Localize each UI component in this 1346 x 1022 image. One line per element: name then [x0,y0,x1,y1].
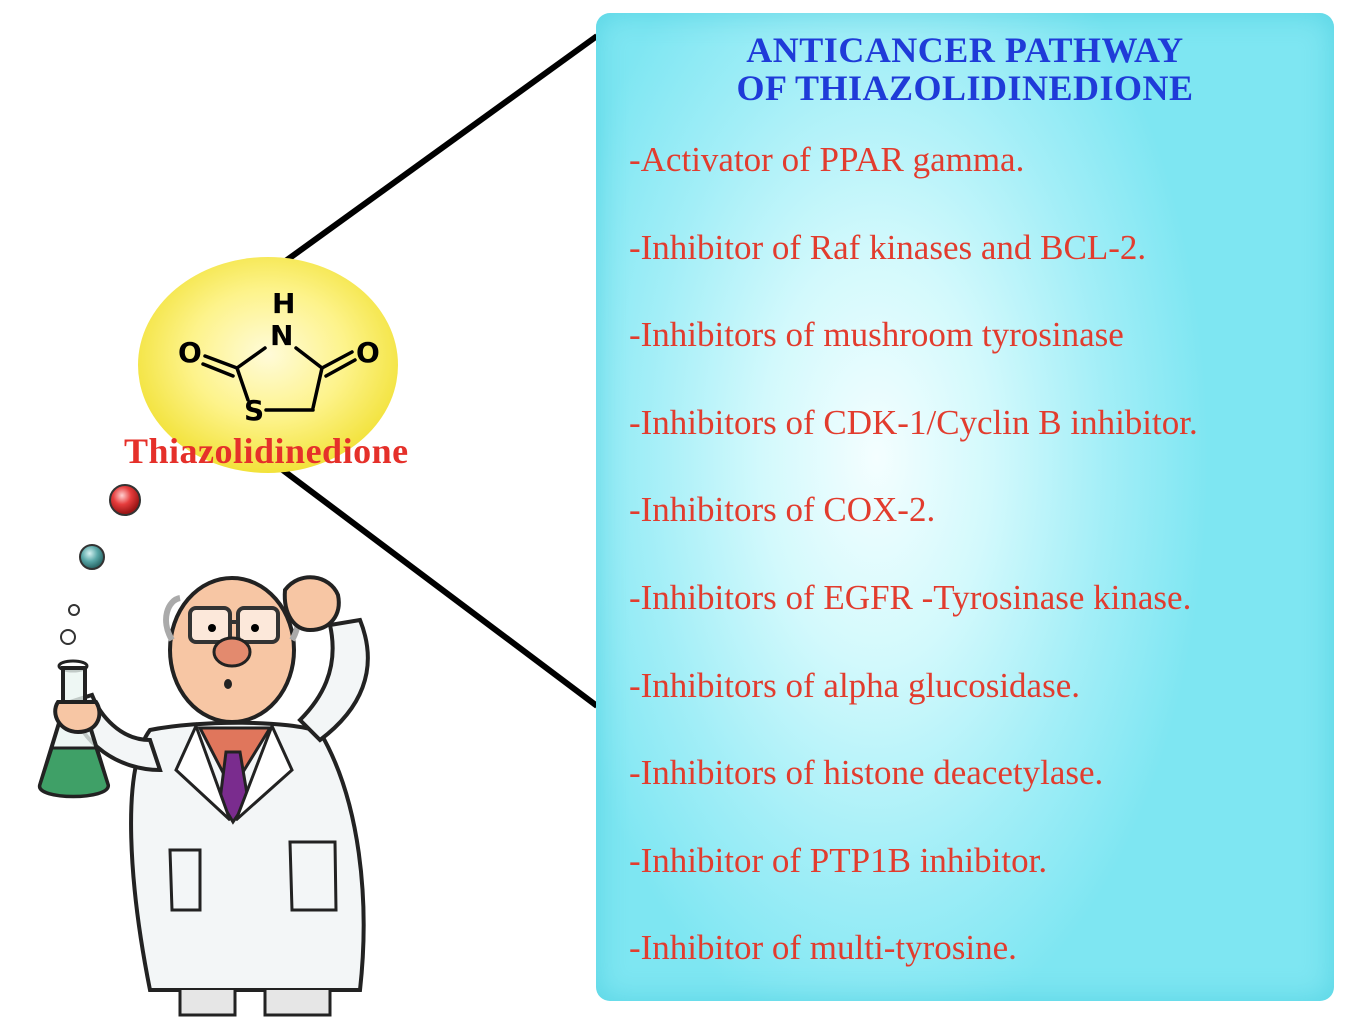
panel-title: ANTICANCER PATHWAY OF THIAZOLIDINEDIONE [596,31,1334,107]
panel-title-line1: ANTICANCER PATHWAY [746,30,1184,70]
pathway-item: -Inhibitors of CDK-1/Cyclin B inhibitor. [629,403,1198,442]
pathway-panel: ANTICANCER PATHWAY OF THIAZOLIDINEDIONE … [596,13,1334,1001]
thought-bubble-icon [60,484,141,645]
pathway-item: -Inhibitor of PTP1B inhibitor. [629,841,1048,880]
connector-bottom [278,465,599,709]
compound-name: Thiazolidinedione [124,431,409,471]
pathway-item: -Inhibitors of alpha glucosidase. [629,666,1081,705]
pathway-item: -Inhibitors of COX-2. [629,490,936,529]
scientist-illustration [38,484,370,1017]
pathway-item: -Inhibitor of multi-tyrosine. [629,928,1017,967]
pathway-item: -Inhibitors of histone deacetylase. [629,753,1104,792]
pathway-item: -Activator of PPAR gamma. [629,140,1025,179]
pathway-item: -Inhibitors of EGFR -Tyrosinase kinase. [629,578,1192,617]
panel-title-line2: OF THIAZOLIDINEDIONE [736,68,1194,108]
connector-top [278,33,599,268]
molecule-structure: H N O O S [138,257,398,473]
atom-h-label: H [272,287,295,320]
atom-o-left-label: O [178,336,202,369]
molecule-blob [138,257,398,473]
pathway-item: -Inhibitor of Raf kinases and BCL-2. [629,228,1147,267]
pathway-item: -Inhibitors of mushroom tyrosinase [629,315,1124,354]
atom-o-right-label: O [356,336,380,369]
atom-s-label: S [244,394,264,427]
atom-n-label: N [270,319,293,352]
